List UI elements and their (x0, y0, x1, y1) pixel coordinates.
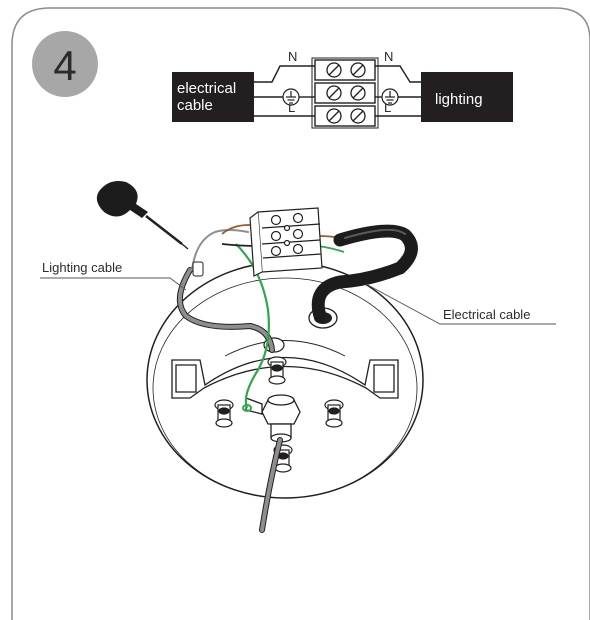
terminal-block (311, 57, 379, 129)
panel-frame (11, 7, 590, 620)
electrical-cable-label: Electrical cable (443, 307, 530, 322)
step-number: 4 (53, 42, 76, 89)
electrical-cable (311, 224, 418, 323)
electrical-cable-box-line2: cable (177, 97, 213, 114)
lighting-cable-label: Lighting cable (42, 260, 122, 275)
electrical-cable-leader (365, 283, 556, 325)
lighting-cable-leader (40, 277, 187, 291)
lighting-box-label: lighting (435, 91, 483, 108)
mounting-screws (214, 356, 344, 473)
ground-wire-ring (242, 404, 252, 412)
wire-connector (192, 261, 204, 277)
step-badge: 4 (32, 31, 98, 97)
electrical-cable-box-line1: electrical (177, 80, 236, 97)
earth-ground-icon (381, 88, 399, 106)
terminal-screws (326, 62, 366, 124)
right-live-label: L (384, 100, 391, 115)
earth-ground-icon (282, 88, 300, 106)
right-wires (375, 65, 421, 117)
terminal-connector (249, 207, 323, 277)
lighting-box (421, 72, 513, 122)
electrical-cable-box (172, 72, 254, 122)
mounting-bracket (171, 340, 399, 399)
screwdriver-icon (96, 181, 189, 250)
left-wires (254, 65, 315, 117)
left-live-label: L (288, 100, 295, 115)
lighting-cable (177, 229, 283, 533)
left-neutral-label: N (288, 49, 297, 64)
wiring-schematic: electrical cable lighting (172, 49, 513, 129)
right-neutral-label: N (384, 49, 393, 64)
